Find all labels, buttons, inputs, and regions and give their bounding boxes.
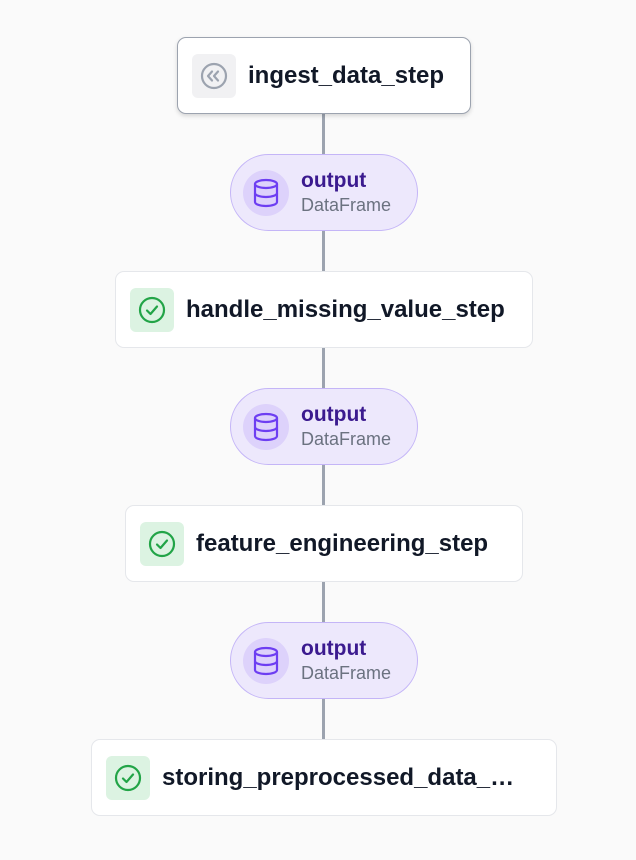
artifact-name: output (301, 637, 367, 661)
step-name: handle_missing_value_step (186, 295, 505, 323)
artifact-node-output[interactable]: output DataFrame (230, 154, 418, 231)
step-node-ingest-data[interactable]: ingest_data_step (177, 37, 471, 114)
dag-edge (322, 464, 325, 506)
check-circle-icon (106, 755, 150, 800)
dag-edge (322, 581, 325, 623)
step-name: storing_preprocessed_data_… (162, 763, 515, 791)
dag-edge (322, 347, 325, 389)
artifact-name: output (301, 169, 367, 193)
check-circle-icon (140, 521, 184, 566)
database-icon (243, 169, 289, 216)
database-icon (243, 403, 289, 450)
artifact-type: DataFrame (301, 195, 392, 216)
step-name: ingest_data_step (248, 61, 445, 89)
artifact-type: DataFrame (301, 429, 392, 450)
database-icon (243, 637, 289, 684)
dag-edge (322, 698, 325, 740)
step-node-feature-engineering[interactable]: feature_engineering_step (125, 505, 523, 582)
step-node-handle-missing-value[interactable]: handle_missing_value_step (115, 271, 533, 348)
step-name: feature_engineering_step (196, 529, 489, 557)
dag-edge (322, 113, 325, 155)
artifact-node-output[interactable]: output DataFrame (230, 622, 418, 699)
dag-edge (322, 230, 325, 271)
artifact-node-output[interactable]: output DataFrame (230, 388, 418, 465)
check-circle-icon (130, 287, 174, 332)
cached-icon (192, 53, 236, 98)
artifact-name: output (301, 403, 367, 427)
step-node-storing-preprocessed-data[interactable]: storing_preprocessed_data_… (91, 739, 557, 816)
artifact-type: DataFrame (301, 663, 392, 684)
